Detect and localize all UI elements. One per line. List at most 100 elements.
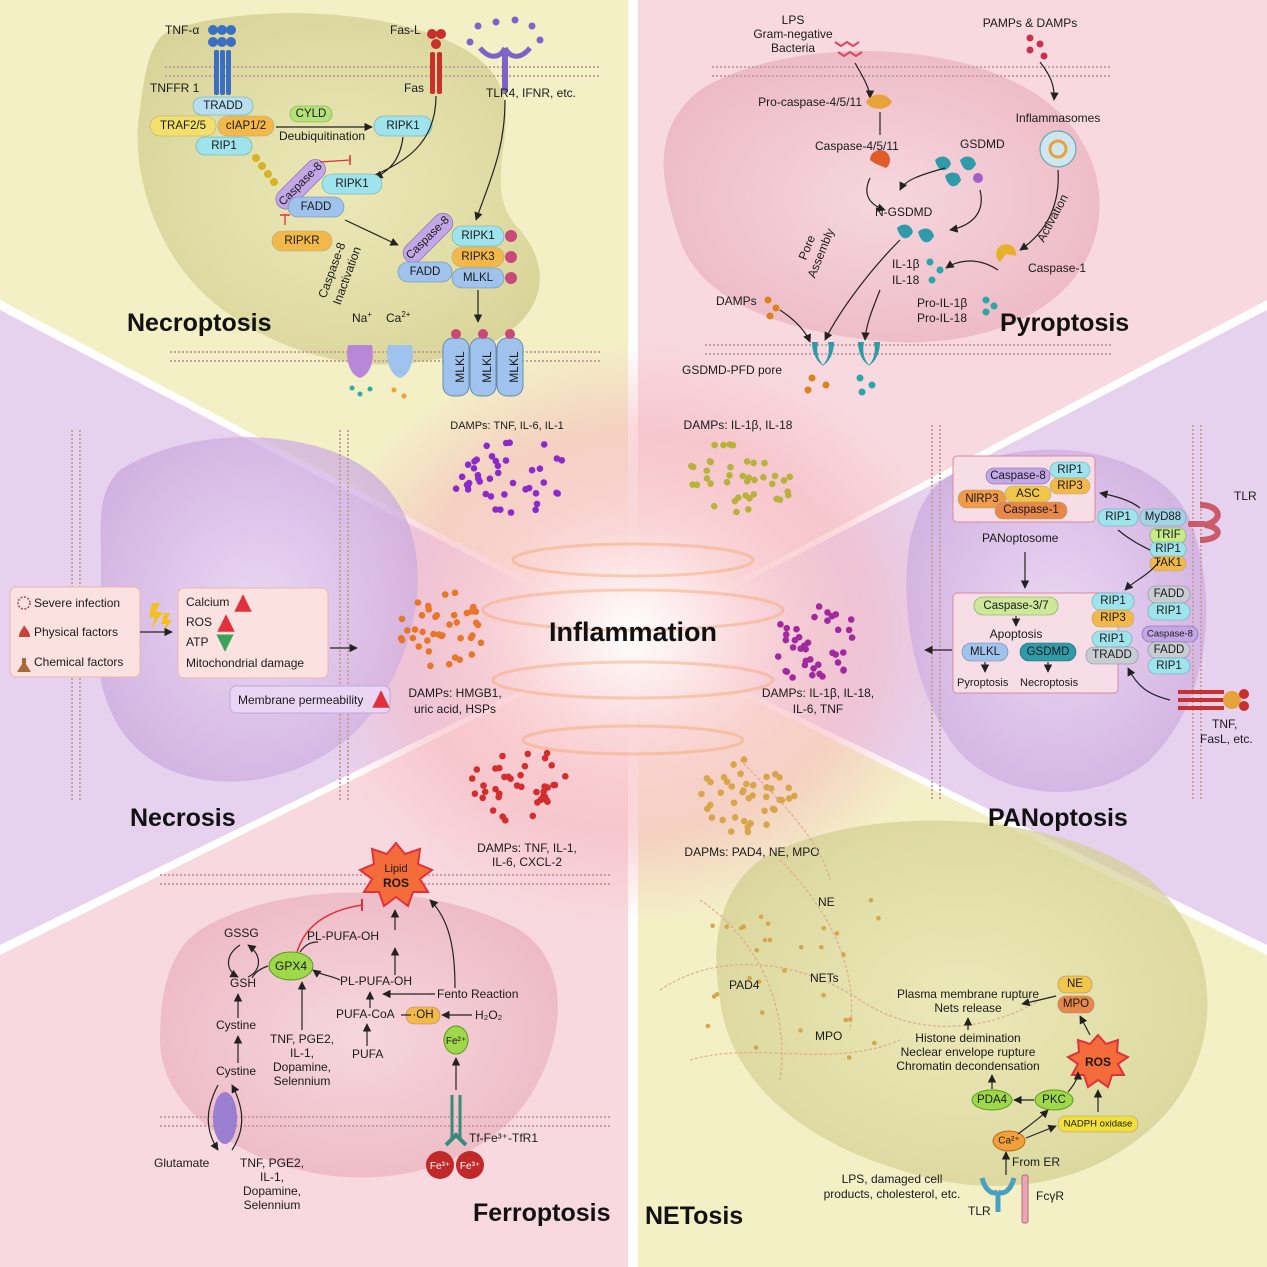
pkc-label: PKC: [1042, 1094, 1066, 1106]
damp-dot-necroptosis: [470, 465, 478, 472]
tlr-label: TLR: [1234, 489, 1257, 503]
ion-channel-icons: [347, 345, 413, 399]
nadph-pill: NADPH oxidase: [1064, 1119, 1133, 1130]
pyroptosis-pathway: LPS Gram-negative Bacteria PAMPs & DAMPs…: [682, 13, 1100, 396]
damp-dot-pyroptosis: [727, 463, 734, 471]
damp-dot-pyroptosis: [703, 475, 711, 482]
damp-dot-ferroptosis: [543, 749, 551, 757]
damp-dot-netosis: [771, 806, 778, 813]
damp-dot-pyroptosis: [780, 477, 788, 484]
damps-panoptosis-label-1: DAMPs: IL-1β, IL-18,: [762, 686, 874, 700]
damp-dot-necroptosis: [475, 475, 482, 482]
gsdmd-icon: [935, 156, 983, 187]
damp-dot-ferroptosis: [468, 775, 476, 782]
fire-icon: [19, 625, 30, 637]
release-label: Nets release: [934, 1001, 1002, 1015]
damp-dot-necrosis: [468, 608, 476, 615]
pan-rip1-pill-e: RIP1: [1156, 605, 1182, 617]
ca-ion-icon: [992, 1130, 1026, 1152]
damps-ferroptosis-label-2: IL-6, CXCL-2: [492, 855, 562, 869]
fcyr-receptor-icon: [1021, 1174, 1029, 1224]
damp-dot-netosis: [763, 821, 770, 828]
pamps-icon: [1026, 34, 1048, 60]
damp-dot-panoptosis: [783, 624, 790, 632]
damp-dot-necroptosis: [465, 479, 473, 487]
mpo-label: MPO: [815, 1029, 842, 1043]
effect-mito: Mitochondrial damage: [186, 656, 304, 670]
tnf-receptor-icon: [1178, 689, 1249, 711]
pufa-coa-label: PUFA-CoA: [336, 1007, 395, 1021]
damp-dot-necroptosis: [501, 491, 508, 498]
net-dot: [841, 952, 846, 957]
damp-dot-ferroptosis: [499, 813, 507, 820]
ripk1-pill-c: RIPK1: [461, 230, 494, 242]
gpx4-enzyme-icon: [268, 951, 314, 981]
damp-dot-ferroptosis: [495, 793, 503, 801]
damp-dot-pyroptosis: [710, 502, 718, 510]
mlkl-pore-label-3: MLKL: [507, 351, 521, 383]
pan-nlrp3-pill: NlRP3: [965, 493, 998, 505]
phospho-icons: [505, 230, 517, 284]
damp-dot-ferroptosis: [480, 782, 487, 789]
damp-dot-ferroptosis: [481, 788, 489, 796]
damp-dot-necrosis: [425, 606, 433, 613]
fe2-ion-icon: [443, 1025, 469, 1055]
damps-necrosis-label-2: uric acid, HSPs: [414, 702, 496, 716]
damp-dot-pyroptosis: [729, 442, 737, 449]
damp-dot-necroptosis: [488, 453, 496, 460]
damp-dot-necrosis: [430, 630, 437, 638]
pan-apoptosis-label: Apoptosis: [990, 627, 1043, 641]
net-dot: [756, 979, 762, 984]
membrane-permeability-label: Membrane permeability: [238, 693, 363, 707]
net-dot: [767, 937, 773, 943]
ne-pill: NE: [1067, 978, 1083, 990]
damp-dot-netosis: [698, 790, 705, 798]
caspase4-label: Caspase-4/5/11: [815, 139, 899, 153]
pad4-label: PAD4: [729, 978, 760, 992]
damp-dot-panoptosis: [782, 636, 790, 644]
inflammasome-icon: [1039, 130, 1077, 168]
gsdmd-pore-label: GSDMD-PFD pore: [682, 363, 782, 377]
ngsdmd-label: N-GSDMD: [875, 205, 933, 219]
damp-dot-panoptosis: [774, 653, 782, 660]
damp-dot-clusters: [397, 439, 856, 836]
net-dot: [711, 994, 717, 999]
netosis-cell: [716, 820, 1208, 1186]
damps-pyro-icon: [764, 296, 780, 320]
damp-dot-netosis: [772, 770, 779, 778]
damp-dot-netosis: [763, 773, 770, 781]
damp-dot-pyroptosis: [743, 458, 751, 465]
h2o2-label: H₂O₂: [475, 1008, 503, 1022]
net-dot: [819, 945, 824, 950]
net-dots: [705, 898, 881, 1060]
transporter-icon: [207, 1084, 243, 1151]
damp-dot-netosis: [737, 770, 744, 778]
damp-dot-pyroptosis: [739, 472, 747, 480]
damp-dot-ferroptosis: [479, 794, 487, 802]
pan-rip3-pill-b: RIP3: [1100, 612, 1126, 624]
damp-dot-panoptosis: [783, 668, 791, 675]
damp-dot-necroptosis: [458, 473, 466, 481]
panoptosis-pathway: Caspase-8 RIP1 RIP3 ASC NlRP3 Caspase-1 …: [924, 455, 1257, 746]
damp-dot-netosis: [740, 817, 748, 825]
damp-dot-ferroptosis: [473, 766, 481, 773]
damp-dot-ferroptosis: [489, 807, 497, 814]
pan-rip1-pill-f: RIP1: [1099, 633, 1125, 645]
damp-dot-netosis: [704, 805, 711, 813]
mlkl-pore-label-1: MLKL: [453, 351, 467, 383]
effect-calcium: Calcium: [186, 595, 229, 609]
damp-dot-panoptosis: [801, 661, 809, 669]
tlr-receptor-icon-netosis: [979, 1177, 1017, 1212]
pan-rip3-pill: RIP3: [1057, 480, 1083, 492]
caspase1-label: Caspase-1: [1028, 261, 1086, 275]
damp-dot-necrosis: [397, 634, 405, 642]
damp-dot-netosis: [740, 787, 747, 794]
ripk3-pill: RIPK3: [461, 251, 494, 263]
damp-dot-necrosis: [425, 648, 433, 655]
damp-dot-ferroptosis: [562, 773, 569, 780]
damp-dot-panoptosis: [829, 649, 836, 657]
damp-dot-panoptosis: [824, 609, 831, 616]
lps-icon: [834, 40, 863, 58]
pan-fasl-label: FasL, etc.: [1200, 732, 1253, 746]
damp-dot-pyroptosis: [760, 474, 767, 481]
